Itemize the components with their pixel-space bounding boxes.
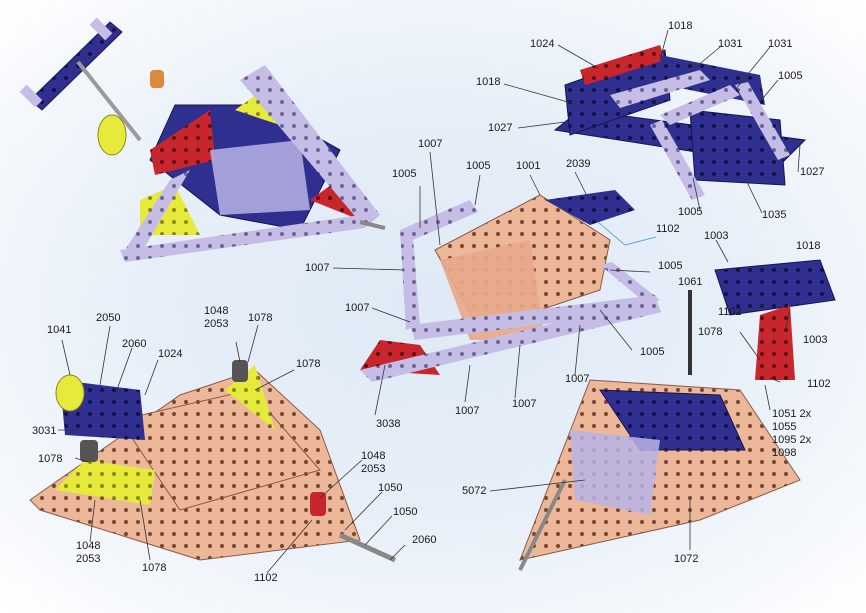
part-label-1072: 1072 <box>674 553 699 565</box>
part-label-1001: 1001 <box>516 160 541 172</box>
part-label-1027: 1027 <box>800 166 825 178</box>
part-label-1007: 1007 <box>565 373 590 385</box>
part-label-1035: 1035 <box>762 209 787 221</box>
model-top-right <box>553 45 807 200</box>
model-center <box>360 190 662 382</box>
part-label-1018: 1018 <box>668 20 693 32</box>
part-label-1007: 1007 <box>305 262 330 274</box>
part-label-2053: 2053 <box>361 463 386 475</box>
part-label-1005: 1005 <box>778 70 803 82</box>
part-label-1051-2x: 1051 2x <box>772 408 812 420</box>
part-label-5072: 5072 <box>462 485 487 497</box>
part-label-2060: 2060 <box>412 534 437 546</box>
part-label-1078: 1078 <box>248 312 273 324</box>
part-label-1050: 1050 <box>393 506 418 518</box>
part-label-1102: 1102 <box>807 378 831 390</box>
part-label-1003: 1003 <box>803 334 828 346</box>
part-label-1005: 1005 <box>392 168 417 180</box>
part-label-1003: 1003 <box>704 230 729 242</box>
part-label-2050: 2050 <box>96 312 121 324</box>
model-top-left <box>19 17 386 262</box>
part-label-1061: 1061 <box>678 276 703 288</box>
part-label-1078: 1078 <box>698 326 723 338</box>
part-label-1007: 1007 <box>512 398 537 410</box>
part-label-1095-2x: 1095 2x <box>772 434 812 446</box>
part-label-1048: 1048 <box>76 540 101 552</box>
part-label-1007: 1007 <box>455 405 480 417</box>
part-label-1031: 1031 <box>718 38 743 50</box>
part-label-1005: 1005 <box>678 206 703 218</box>
part-label-1102: 1102 <box>718 306 742 318</box>
part-label-2039: 2039 <box>566 158 591 170</box>
part-label-1055: 1055 <box>772 421 797 433</box>
part-label-2053: 2053 <box>204 318 229 330</box>
part-label-1018: 1018 <box>476 76 501 88</box>
part-label-1005: 1005 <box>658 260 683 272</box>
part-label-1078: 1078 <box>38 453 63 465</box>
part-label-1007: 1007 <box>345 302 370 314</box>
part-label-1031: 1031 <box>768 38 793 50</box>
part-label-1102: 1102 <box>656 223 680 235</box>
part-label-3038: 3038 <box>376 418 401 430</box>
part-label-1005: 1005 <box>466 160 491 172</box>
part-label-1024: 1024 <box>530 38 555 50</box>
part-label-1078: 1078 <box>142 562 167 574</box>
model-bottom-left <box>29 360 397 563</box>
part-label-1048: 1048 <box>204 305 229 317</box>
part-label-1041: 1041 <box>47 324 72 336</box>
part-label-1048: 1048 <box>361 450 386 462</box>
part-label-1050: 1050 <box>378 482 403 494</box>
leader-lines <box>58 29 801 574</box>
part-label-1005: 1005 <box>640 346 665 358</box>
part-label-1007: 1007 <box>418 138 443 150</box>
part-label-1027: 1027 <box>488 122 513 134</box>
part-label-1018: 1018 <box>796 240 821 252</box>
model-bottom-right <box>518 259 836 571</box>
part-label-1102: 1102 <box>254 572 278 584</box>
part-label-1024: 1024 <box>158 348 183 360</box>
part-label-3031: 3031 <box>32 425 57 437</box>
part-label-1098: 1098 <box>772 447 797 459</box>
part-label-2053: 2053 <box>76 553 101 565</box>
part-label-2060: 2060 <box>122 338 147 350</box>
part-label-1078: 1078 <box>296 358 321 370</box>
